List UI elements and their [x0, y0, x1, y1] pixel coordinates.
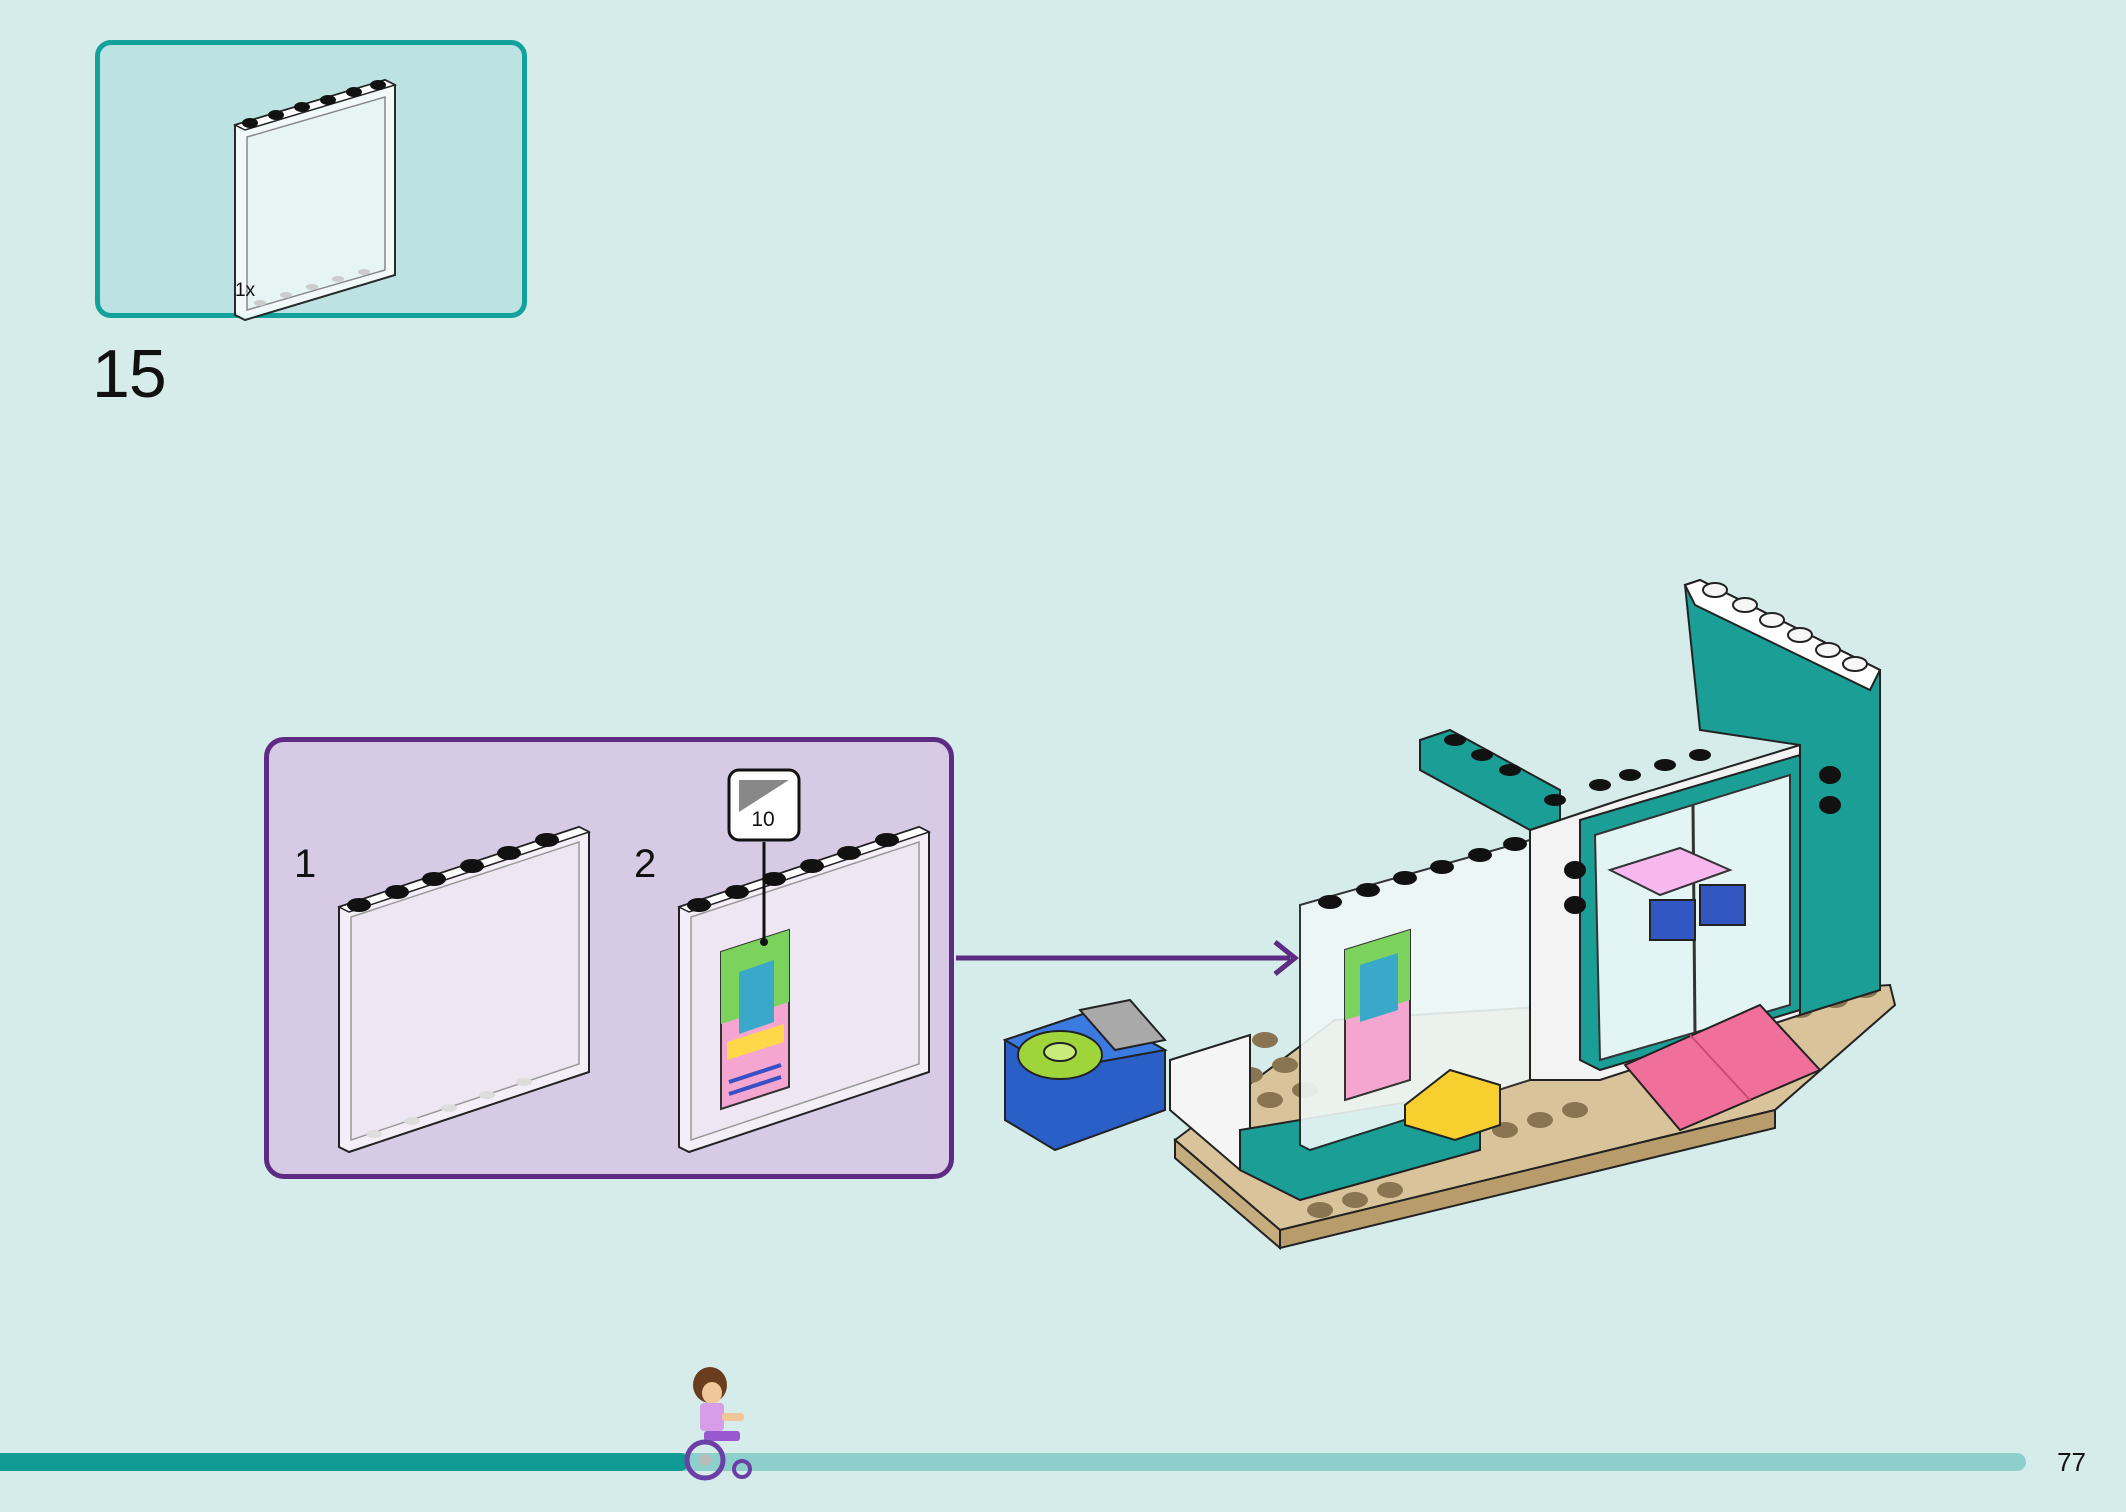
panel-1: [337, 825, 591, 1154]
step-number: 15: [92, 336, 167, 412]
parts-count-label: 1x: [235, 280, 256, 301]
panel-2: [677, 768, 931, 1154]
parts-callout-box: 1x: [95, 40, 527, 322]
attach-arrow: [956, 940, 1300, 976]
minifigure-wheelchair-icon: [684, 1367, 752, 1481]
panel-icon: [232, 78, 398, 322]
page-number: 77: [2057, 1447, 2086, 1477]
sub-assembly-box: 1 2 10: [264, 737, 954, 1179]
progress-fill: [0, 1453, 689, 1471]
sub-assembly-illustration: [337, 768, 931, 1154]
sticker-number: 10: [751, 808, 775, 831]
sticker-poster: [720, 928, 790, 1111]
sub-step-2-number: 2: [634, 842, 657, 886]
sub-step-1-number: 1: [294, 842, 317, 886]
